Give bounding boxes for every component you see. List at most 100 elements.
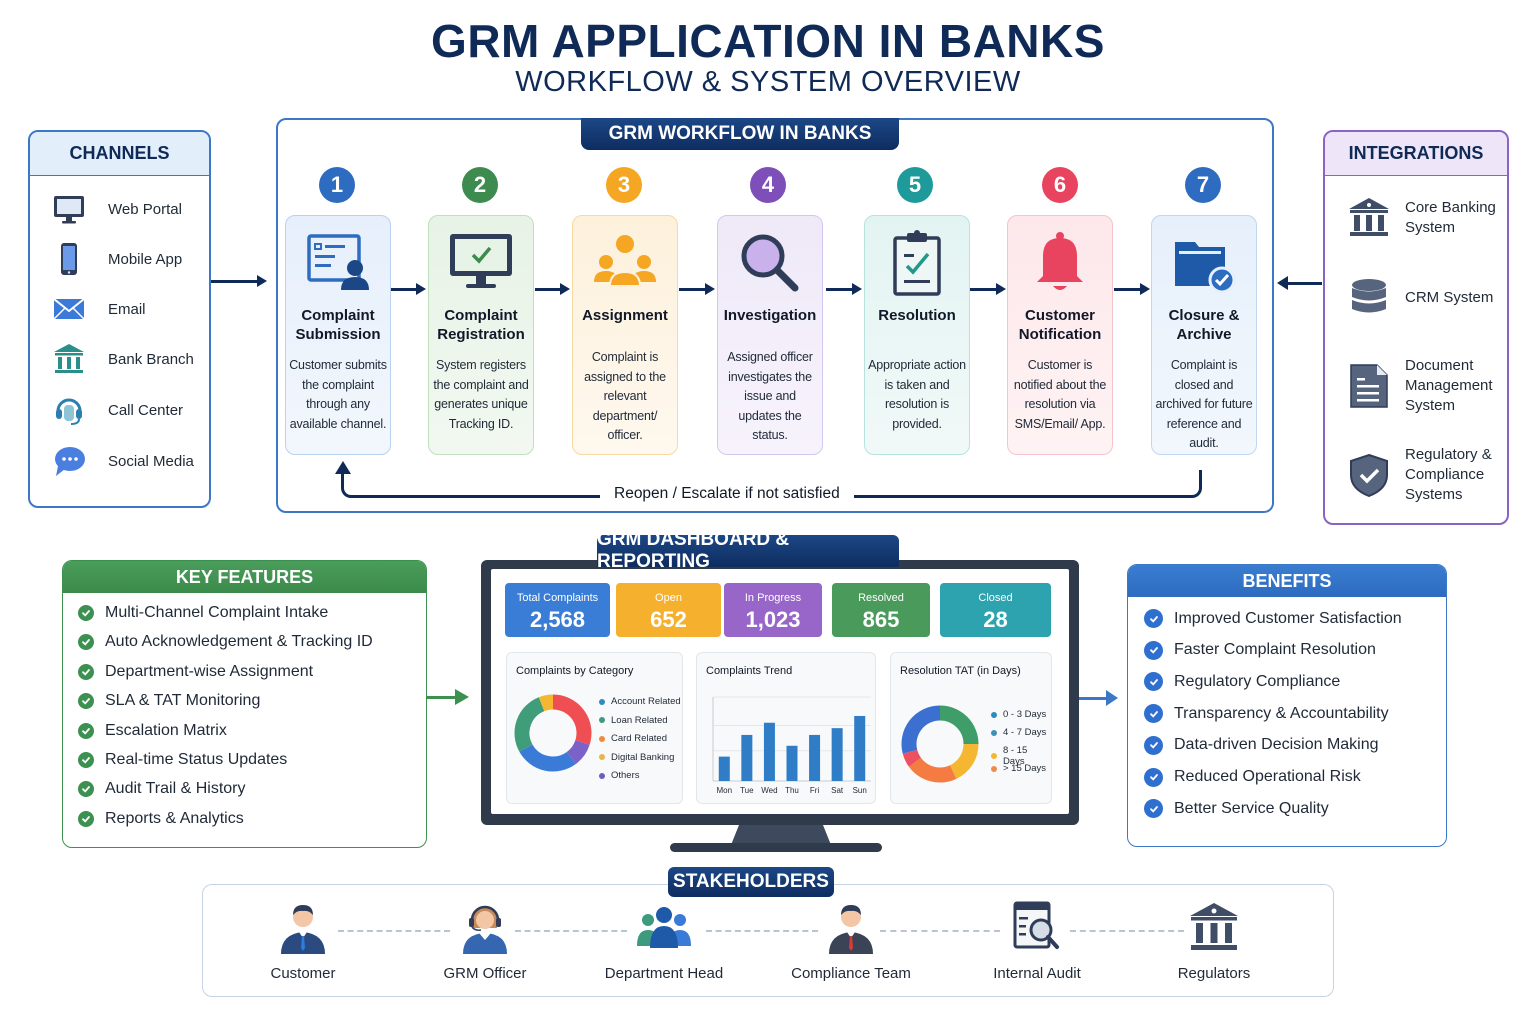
check-circle-icon [78, 634, 94, 651]
bar-fri [809, 734, 821, 781]
kpi-closed[interactable]: Closed 28 [940, 583, 1051, 637]
benefit-item: Transparency & Accountability [1144, 704, 1389, 724]
stakeholder-regulators[interactable]: Regulators [1134, 900, 1294, 982]
kpi-value: 2,568 [529, 607, 586, 632]
legend-item: Others [599, 770, 640, 781]
channels-to-workflow-arrow [211, 275, 267, 287]
legend-swatch [991, 765, 997, 772]
step-title: Closure & Archive [1168, 307, 1240, 343]
workflow-step-closure-archive[interactable]: Closure & Archive Complaint is closed an… [1151, 215, 1257, 455]
check-circle-icon [78, 722, 94, 739]
step-description: Complaint is closed and archived for fut… [1155, 358, 1253, 450]
x-tick-label: Mon [717, 786, 733, 795]
form-user-icon [307, 234, 369, 290]
stakeholder-label: GRM Officer [443, 965, 527, 982]
chart-title: Complaints Trend [706, 665, 793, 677]
kpi-open[interactable]: Open 652 [616, 583, 721, 637]
step-arrow [970, 283, 1006, 295]
step-description: Assigned officer investigates the issue … [727, 350, 813, 442]
group-icon [637, 907, 691, 948]
workflow-step-resolution[interactable]: Resolution Appropriate action is taken a… [864, 215, 970, 455]
integration-item-crm[interactable]: CRM System [1347, 276, 1502, 320]
benefits-panel: BENEFITS [1127, 564, 1447, 847]
legend-swatch [599, 754, 605, 760]
benefits-title: BENEFITS [1128, 565, 1446, 597]
workflow-step-investigation[interactable]: Investigation Assigned officer investiga… [717, 215, 823, 455]
feature-label: Reports & Analytics [105, 809, 244, 827]
feature-item: Department-wise Assignment [78, 663, 313, 681]
workflow-step-assignment[interactable]: Assignment Complaint is assigned to the … [572, 215, 678, 455]
page-subtitle: WORKFLOW & SYSTEM OVERVIEW [515, 66, 1021, 98]
kpi-in-progress[interactable]: In Progress 1,023 [724, 583, 822, 637]
legend-label: 8 - 15 Days [1002, 745, 1028, 767]
arrowhead [455, 689, 469, 705]
x-tick-label: Wed [761, 786, 777, 795]
donut-slice [519, 743, 576, 772]
step-arrow [535, 283, 570, 295]
envelope-icon [53, 298, 85, 320]
feature-item: Escalation Matrix [78, 722, 227, 740]
feature-label: Escalation Matrix [105, 721, 227, 739]
integration-item-regulatory-compliance[interactable]: Regulatory & Compliance Systems [1347, 445, 1502, 505]
step-title: Investigation [723, 307, 817, 324]
feature-item: Audit Trail & History [78, 780, 245, 798]
kpi-total-complaints[interactable]: Total Complaints 2,568 [505, 583, 610, 637]
arrowhead [1106, 690, 1118, 706]
bank-building-icon [1349, 198, 1389, 236]
check-circle-icon [78, 663, 94, 680]
stakeholder-internal-audit[interactable]: Internal Audit [957, 900, 1117, 982]
workflow-step-complaint-submission[interactable]: Complaint Submission Customer submits th… [285, 215, 391, 455]
bar-thu [786, 745, 798, 781]
stakeholder-grm-officer[interactable]: GRM Officer [405, 900, 565, 982]
legend-label: Loan Related [611, 714, 668, 726]
channel-label: Call Center [108, 401, 184, 419]
stakeholder-customer[interactable]: Customer [223, 900, 383, 982]
step-description: Customer is notified about the resolutio… [1013, 358, 1107, 431]
integration-item-core-banking[interactable]: Core Banking System [1347, 196, 1502, 240]
integration-label: Document Management System [1405, 357, 1493, 414]
channel-item-bank-branch[interactable]: Bank Branch [52, 342, 194, 376]
x-tick-label: Tue [740, 786, 754, 795]
channel-label: Web Portal [108, 200, 182, 218]
workflow-step-complaint-registration[interactable]: Complaint Registration System registers … [428, 215, 534, 455]
channel-item-call-center[interactable]: Call Center [52, 393, 183, 427]
legend-label: Card Related [611, 733, 667, 744]
workflow-title: GRM WORKFLOW IN BANKS [581, 118, 899, 150]
integration-item-document-management[interactable]: Document Management System [1347, 356, 1502, 416]
legend-swatch [599, 698, 605, 705]
check-circle-icon [78, 605, 94, 621]
legend-swatch [599, 735, 605, 742]
page-title: GRM APPLICATION IN BANKS [431, 15, 1105, 67]
donut-slice [552, 694, 592, 745]
kpi-resolved[interactable]: Resolved 865 [832, 583, 930, 637]
feature-item: SLA & TAT Monitoring [78, 692, 260, 710]
stakeholder-label: Compliance Team [791, 965, 911, 982]
legend-swatch [991, 729, 997, 736]
donut-slice [949, 743, 979, 779]
check-circle-icon [1144, 735, 1163, 755]
workflow-step-customer-notification[interactable]: Customer Notification Customer is notifi… [1007, 215, 1113, 455]
channel-item-social-media[interactable]: Social Media [52, 444, 194, 478]
channel-item-mobile-app[interactable]: Mobile App [52, 242, 182, 276]
stakeholder-compliance-team[interactable]: Compliance Team [771, 900, 931, 982]
legend-item: Loan Related [599, 715, 668, 726]
channel-item-email[interactable]: Email [52, 292, 146, 326]
channel-item-web-portal[interactable]: Web Portal [52, 192, 182, 226]
dashboard-to-benefits-arrow [1079, 697, 1109, 700]
support-agent-icon [463, 905, 507, 954]
bar-sat [831, 728, 843, 781]
loop-arrowhead [335, 461, 351, 474]
benefit-label: Better Service Quality [1174, 799, 1329, 817]
loop-label: Reopen / Escalate if not satisfied [600, 485, 854, 503]
benefit-label: Transparency & Accountability [1174, 704, 1389, 722]
legend-item: > 15 Days [991, 763, 1046, 774]
legend-item: 0 - 3 Days [991, 709, 1046, 720]
step-number-3: 3 [606, 167, 642, 203]
stakeholder-department-head[interactable]: Department Head [584, 900, 744, 982]
bar-wed [763, 722, 775, 781]
step-number-4: 4 [750, 167, 786, 203]
